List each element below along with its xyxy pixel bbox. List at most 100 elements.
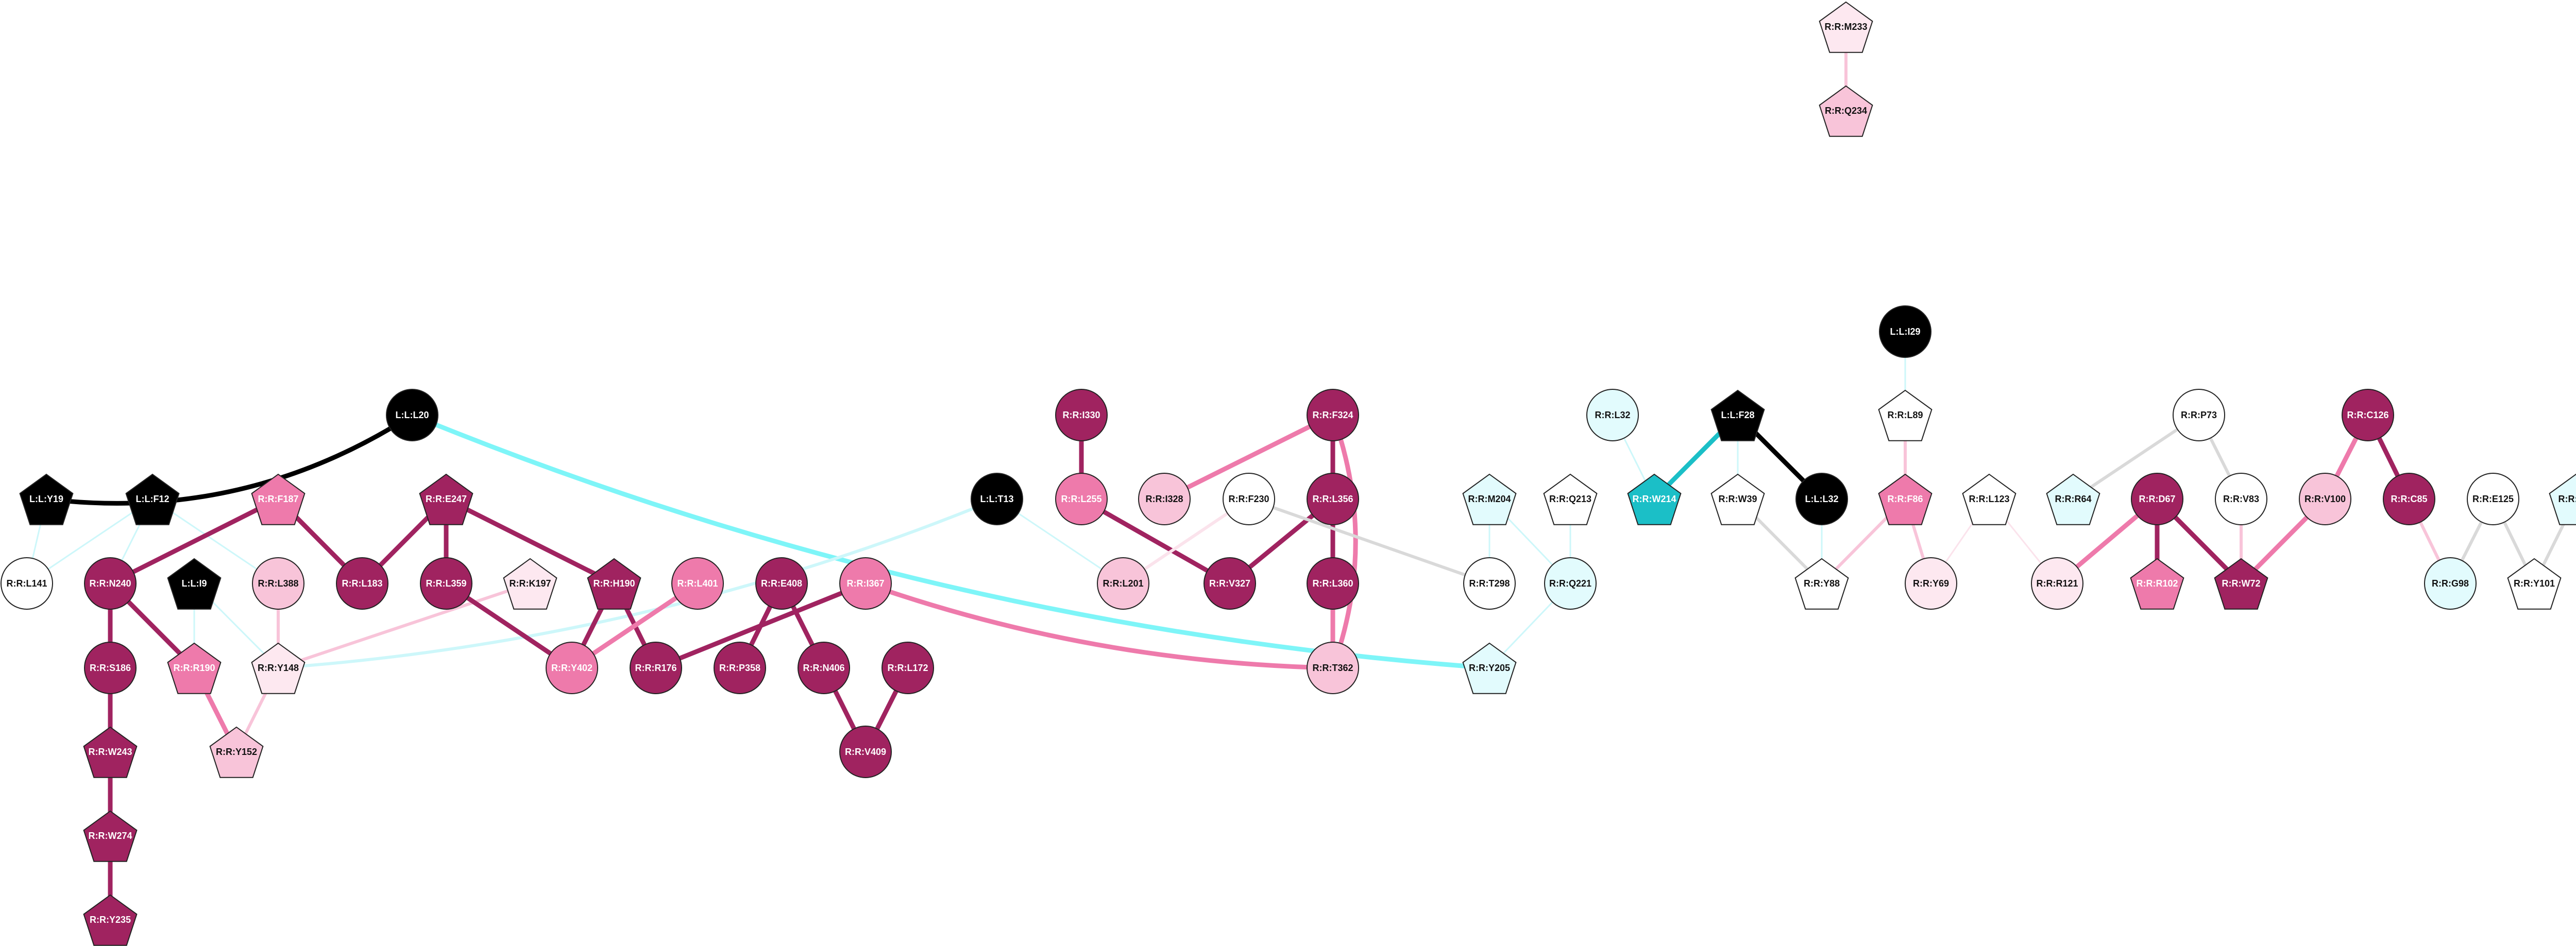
node-l-l-f28[interactable]: L:L:F28	[1710, 389, 1765, 441]
node-shape-circle	[2383, 473, 2435, 525]
node-r-r-l360[interactable]: R:R:L360	[1307, 557, 1359, 610]
node-label: R:R:T362	[1312, 663, 1353, 673]
node-r-r-q234[interactable]: R:R:Q234	[1819, 85, 1873, 137]
node-r-r-y402[interactable]: R:R:Y402	[546, 642, 598, 694]
node-label: R:R:F230	[1228, 494, 1269, 504]
node-shape-circle	[1307, 557, 1359, 610]
node-r-r-v409[interactable]: R:R:V409	[839, 726, 892, 778]
node-shape-circle	[84, 557, 137, 610]
node-label: R:R:Y402	[551, 663, 592, 673]
node-l-l-l20[interactable]: L:L:L20	[386, 389, 438, 441]
node-r-r-l183[interactable]: R:R:L183	[336, 557, 388, 610]
node-r-r-e247[interactable]: R:R:E247	[419, 473, 473, 525]
node-r-r-k197[interactable]: R:R:K197	[503, 558, 557, 610]
node-r-r-r121[interactable]: R:R:R121	[2031, 557, 2083, 610]
node-r-r-w214[interactable]: R:R:W214	[1627, 473, 1682, 525]
node-r-r-w39[interactable]: R:R:W39	[1710, 473, 1765, 525]
node-r-r-e408[interactable]: R:R:E408	[755, 557, 808, 610]
node-r-r-y152[interactable]: R:R:Y152	[209, 726, 264, 778]
node-r-r-l359[interactable]: R:R:L359	[420, 557, 472, 610]
node-l-l-t13[interactable]: L:L:T13	[971, 473, 1023, 525]
node-r-r-l255[interactable]: R:R:L255	[1055, 473, 1108, 525]
node-r-r-y205[interactable]: R:R:Y205	[1462, 642, 1517, 694]
node-label: L:L:I9	[182, 578, 207, 589]
node-r-r-t298[interactable]: R:R:T298	[1463, 557, 1516, 610]
edge-r-r-y148-to-r-r-k197	[277, 582, 532, 669]
node-r-r-y69[interactable]: R:R:Y69	[1905, 557, 1957, 610]
node-r-r-m204[interactable]: R:R:M204	[1462, 473, 1517, 525]
node-r-r-n240[interactable]: R:R:N240	[84, 557, 137, 610]
node-shape-pentagon	[251, 642, 306, 694]
node-l-l-f12[interactable]: L:L:F12	[125, 473, 180, 525]
node-shape-pentagon	[167, 558, 222, 610]
node-r-r-i330[interactable]: R:R:I330	[1055, 389, 1108, 441]
node-shape-pentagon	[167, 642, 222, 694]
node-r-r-q221[interactable]: R:R:Q221	[1544, 557, 1597, 610]
node-label: R:R:Y205	[1469, 663, 1510, 673]
node-r-r-s186[interactable]: R:R:S186	[84, 642, 137, 694]
node-r-r-l89[interactable]: R:R:L89	[1878, 389, 1933, 441]
node-shape-circle	[1138, 473, 1191, 525]
node-r-r-c85[interactable]: R:R:C85	[2383, 473, 2435, 525]
node-r-r-f86[interactable]: R:R:F86	[1878, 473, 1933, 525]
node-label: R:R:I328	[1145, 494, 1183, 504]
node-shape-circle	[1795, 473, 1848, 525]
node-r-r-l172[interactable]: R:R:L172	[882, 642, 934, 694]
node-r-r-v100[interactable]: R:R:V100	[2299, 473, 2351, 525]
node-r-r-r64[interactable]: R:R:R64	[2046, 473, 2100, 525]
node-r-r-q213[interactable]: R:R:Q213	[1543, 473, 1598, 525]
node-r-r-l141[interactable]: R:R:L141	[1, 557, 53, 610]
node-label: R:R:L89	[1887, 410, 1923, 420]
node-r-r-w243[interactable]: R:R:W243	[83, 726, 138, 778]
node-shape-circle	[1223, 473, 1275, 525]
node-shape-circle	[1879, 305, 1931, 358]
node-r-r-c126[interactable]: R:R:C126	[2342, 389, 2394, 441]
node-r-r-g98[interactable]: R:R:G98	[2424, 557, 2477, 610]
node-l-l-l32[interactable]: L:L:L32	[1795, 473, 1848, 525]
node-r-r-f324[interactable]: R:R:F324	[1307, 389, 1359, 441]
node-r-r-r176[interactable]: R:R:R176	[630, 642, 682, 694]
node-shape-circle	[1204, 557, 1256, 610]
node-r-r-y88[interactable]: R:R:Y88	[1794, 558, 1849, 610]
node-r-r-l201[interactable]: R:R:L201	[1097, 557, 1149, 610]
node-r-r-w274[interactable]: R:R:W274	[83, 810, 138, 862]
node-r-r-m233[interactable]: R:R:M233	[1819, 1, 1873, 53]
node-label: L:L:L32	[1805, 494, 1839, 504]
node-r-r-w72[interactable]: R:R:W72	[2214, 558, 2268, 610]
node-shape-circle	[252, 557, 304, 610]
node-r-r-v83[interactable]: R:R:V83	[2215, 473, 2267, 525]
node-r-r-l123[interactable]: R:R:L123	[1962, 473, 2016, 525]
node-r-r-y101[interactable]: R:R:Y101	[2507, 558, 2562, 610]
node-label: R:R:E247	[426, 494, 467, 504]
node-r-r-y235[interactable]: R:R:Y235	[83, 894, 138, 946]
node-r-r-t362[interactable]: R:R:T362	[1307, 642, 1359, 694]
node-r-r-f187[interactable]: R:R:F187	[251, 473, 306, 525]
node-l-l-i29[interactable]: L:L:I29	[1879, 305, 1931, 358]
node-r-r-i367[interactable]: R:R:I367	[839, 557, 892, 610]
node-r-r-p358[interactable]: R:R:P358	[714, 642, 766, 694]
node-r-r-i328[interactable]: R:R:I328	[1138, 473, 1191, 525]
node-label: R:R:W243	[88, 747, 132, 757]
node-label: R:R:Y152	[216, 747, 257, 757]
node-r-r-y148[interactable]: R:R:Y148	[251, 642, 306, 694]
node-r-r-f80[interactable]: R:R:F80	[2549, 473, 2576, 525]
node-r-r-l356[interactable]: R:R:L356	[1307, 473, 1359, 525]
node-r-r-r102[interactable]: R:R:R102	[2130, 558, 2184, 610]
node-r-r-p73[interactable]: R:R:P73	[2173, 389, 2225, 441]
node-l-l-y19[interactable]: L:L:Y19	[19, 473, 74, 525]
edge-layer	[26, 25, 2576, 922]
node-r-r-d67[interactable]: R:R:D67	[2131, 473, 2183, 525]
node-shape-circle	[1586, 389, 1639, 441]
node-r-r-n406[interactable]: R:R:N406	[798, 642, 850, 694]
node-r-r-v327[interactable]: R:R:V327	[1204, 557, 1256, 610]
node-r-r-r190[interactable]: R:R:R190	[167, 642, 222, 694]
node-r-r-l388[interactable]: R:R:L388	[252, 557, 304, 610]
edge-l-l-l20-to-r-r-y205	[410, 412, 1492, 670]
node-r-r-e125[interactable]: R:R:E125	[2467, 473, 2519, 525]
node-r-r-l32[interactable]: R:R:L32	[1586, 389, 1639, 441]
node-r-r-h190[interactable]: R:R:H190	[587, 558, 641, 610]
node-r-r-f230[interactable]: R:R:F230	[1223, 473, 1275, 525]
node-label: R:R:T298	[1469, 578, 1510, 589]
node-r-r-l401[interactable]: R:R:L401	[671, 557, 724, 610]
node-l-l-i9[interactable]: L:L:I9	[167, 558, 222, 610]
